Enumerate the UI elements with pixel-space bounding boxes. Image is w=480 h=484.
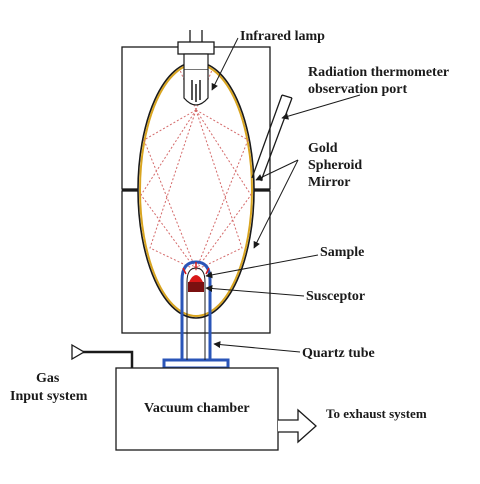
gas-input-line [78,350,134,368]
gas-input-valve [71,343,86,361]
leader-gold-mirror-b [253,159,299,249]
ray [149,109,197,271]
leader-gold-mirror-a [255,159,299,181]
ray [195,109,252,271]
leader-sample [205,254,319,279]
port-wall [260,97,293,182]
lamp-filament [191,80,201,102]
leader-infrared-lamp [211,37,239,91]
vacuum-chamber [115,367,279,451]
label-radiation-thermometer-1: Radiation thermometer [308,65,449,80]
ray [140,109,197,271]
label-susceptor: Susceptor [306,289,365,304]
susceptor [188,282,204,292]
label-infrared-lamp: Infrared lamp [240,29,325,44]
label-exhaust: To exhaust system [326,406,427,421]
leader-observation-port [281,94,361,120]
lamp-cap [177,41,215,55]
exhaust-arrow [278,408,317,444]
leader-quartz-tube [213,341,301,353]
label-gas-1: Gas [36,371,60,386]
leader-susceptor [205,285,305,297]
label-radiation-thermometer-2: observation port [308,82,408,97]
infrared-lamp [177,30,215,106]
port-end [281,94,293,99]
observation-port [251,94,293,182]
ray [195,109,243,271]
label-vacuum-chamber: Vacuum chamber [144,401,250,416]
port-wall [251,94,283,179]
label-sample: Sample [320,245,364,260]
label-gold-2: Spheroid [308,158,362,173]
lamp-socket [183,53,209,71]
sample [189,275,203,282]
infrared-rays [140,69,252,271]
ray [195,109,249,271]
ray [143,109,197,271]
label-gas-2: Input system [10,389,88,404]
label-gold-3: Mirror [308,175,351,190]
label-quartz-tube: Quartz tube [302,346,375,361]
label-gold-1: Gold [308,141,338,156]
